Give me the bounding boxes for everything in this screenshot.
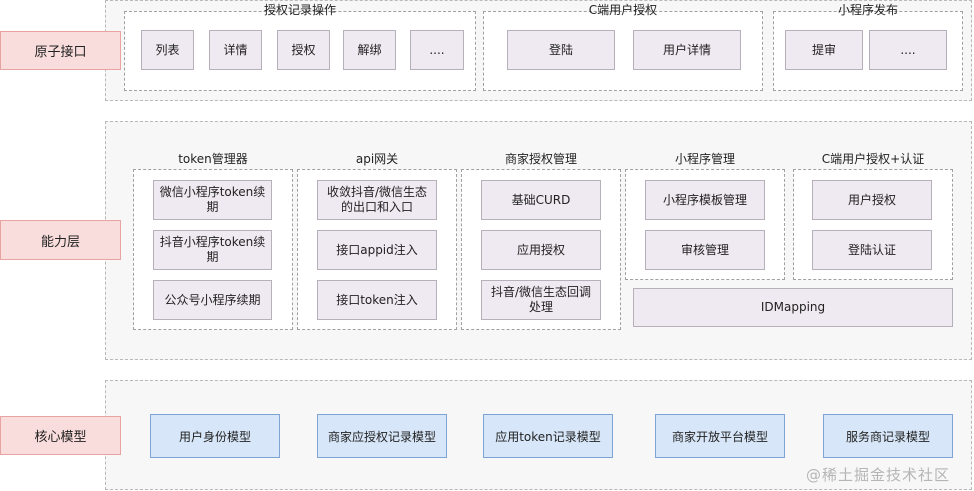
group-merchant-auth-title: 商家授权管理	[504, 152, 577, 166]
cap-item-idmapping: IDMapping	[633, 288, 953, 327]
group-miniprogram-release-title: 小程序发布	[837, 3, 898, 17]
cap-item-official-account-renew: 公众号小程序续期	[153, 280, 272, 320]
group-token-manager-title: token管理器	[178, 152, 248, 166]
cap-item-app-auth: 应用授权	[481, 230, 601, 270]
cap-item-token-inject: 接口token注入	[317, 280, 437, 320]
atomic-layer-label: 原子接口	[0, 31, 121, 70]
atomic-item-authorize: 授权	[277, 30, 330, 70]
group-c-user-auth-verify-title: C端用户授权+认证	[821, 152, 925, 166]
core-model-merchant-open-platform: 商家开放平台模型	[655, 414, 785, 458]
group-c-user-auth-title: C端用户授权	[588, 3, 658, 17]
cap-item-douyin-token-renew: 抖音小程序token续期	[153, 230, 272, 270]
watermark-text: @稀土掘金技术社区	[806, 466, 951, 484]
core-model-app-token-record: 应用token记录模型	[483, 414, 613, 458]
cap-item-user-auth: 用户授权	[812, 180, 932, 220]
core-model-service-provider-record: 服务商记录模型	[823, 414, 953, 458]
cap-item-appid-inject: 接口appid注入	[317, 230, 437, 270]
cap-item-template-mgmt: 小程序模板管理	[645, 180, 765, 220]
capability-layer-label: 能力层	[0, 220, 121, 260]
atomic-item-list: 列表	[141, 30, 194, 70]
atomic-item-detail: 详情	[209, 30, 262, 70]
group-auth-record-ops-title: 授权记录操作	[263, 3, 336, 17]
atomic-item-more: ....	[410, 30, 464, 70]
atomic-item-unbind: 解绑	[343, 30, 396, 70]
group-miniprogram-mgmt-title: 小程序管理	[674, 152, 735, 166]
cap-item-basic-curd: 基础CURD	[481, 180, 601, 220]
cap-item-wechat-token-renew: 微信小程序token续期	[153, 180, 272, 220]
cap-item-review-mgmt: 审核管理	[645, 230, 765, 270]
core-model-user-identity: 用户身份模型	[150, 414, 280, 458]
atomic-item-user-detail: 用户详情	[633, 30, 741, 70]
core-model-merchant-auth-record: 商家应授权记录模型	[317, 414, 447, 458]
atomic-item-submit-review: 提审	[785, 30, 863, 70]
cap-item-callback-handle: 抖音/微信生态回调处理	[481, 280, 601, 320]
atomic-item-login: 登陆	[507, 30, 615, 70]
core-layer-label: 核心模型	[0, 416, 121, 455]
group-api-gateway-title: api网关	[355, 152, 399, 166]
cap-item-converge-gateway: 收敛抖音/微信生态的出口和入口	[317, 180, 437, 220]
cap-item-login-verify: 登陆认证	[812, 230, 932, 270]
atomic-item-more-release: ....	[869, 30, 947, 70]
